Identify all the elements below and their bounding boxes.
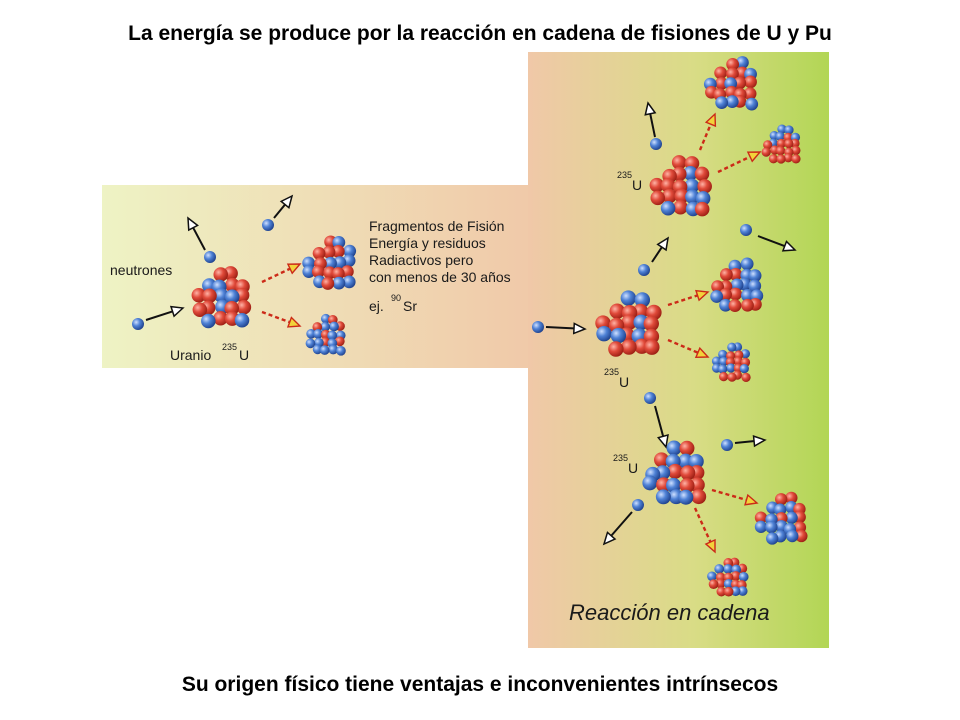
u235-label-mid: 235 U	[604, 367, 629, 390]
mid-fragment-1	[710, 257, 764, 312]
mid-fragment-arrow-1	[667, 289, 710, 307]
emitted-neutron-2-arrow	[273, 194, 294, 219]
top-fragment-2	[761, 124, 801, 164]
bottom-neutron-left-arrow	[602, 511, 633, 546]
mid-neutron-down-arrow	[654, 405, 669, 449]
reaction-arrows	[145, 101, 797, 554]
sr-mass: 90	[391, 293, 401, 303]
fission-fragment-2	[305, 313, 346, 356]
emitted-neutron-1	[204, 251, 216, 263]
bottom-fragment-arrow-2	[693, 507, 716, 554]
u235-label-bottom: 235 U	[613, 453, 638, 476]
u235-top-mass: 235	[617, 170, 632, 180]
uranium-235-nucleus	[191, 266, 252, 329]
mid-neutron-up	[638, 264, 650, 276]
slide-footer: Su origen físico tiene ventajas e inconv…	[181, 673, 779, 696]
mid-neutron-right-arrow	[757, 235, 797, 252]
fragment-line-2: Energía y residuos	[369, 235, 486, 251]
top-fragment-1	[703, 56, 759, 111]
emitted-neutron-1-arrow	[187, 216, 206, 251]
bottom-fragment-2	[707, 557, 749, 597]
free-neutrons	[132, 138, 752, 511]
incoming-neutron	[132, 318, 144, 330]
fragment-line-3: Radiactivos pero	[369, 252, 473, 268]
bottom-neutron-left	[632, 499, 644, 511]
incoming-neutron-arrow	[145, 305, 185, 321]
slide-title: La energía se produce por la reacción en…	[128, 22, 832, 45]
mid-fragment-arrow-2	[667, 338, 710, 359]
mid-fragment-2	[711, 342, 751, 383]
u235-bottom-symbol: U	[628, 460, 638, 476]
top-neutron-arrow	[644, 101, 657, 138]
chain-nucleus-bottom	[642, 440, 707, 505]
u235-top-symbol: U	[632, 177, 642, 193]
chain-nucleus-mid	[595, 290, 662, 357]
fragment-arrow-2	[261, 310, 302, 328]
sr-symbol: Sr	[403, 298, 417, 314]
bottom-fragment-arrow-1	[711, 488, 759, 506]
u235-mid-symbol: U	[619, 374, 629, 390]
u235-bottom-mass: 235	[613, 453, 628, 463]
fragment-line-1: Fragmentos de Fisión	[369, 218, 504, 234]
chain-neutron-in	[532, 321, 544, 333]
neutrones-label: neutrones	[110, 262, 172, 278]
u235-label-top: 235 U	[617, 170, 642, 193]
chain-neutron-in-arrow	[545, 322, 587, 335]
u235-mid-mass: 235	[604, 367, 619, 377]
mid-neutron-right	[740, 224, 752, 236]
chain-nucleus-top	[649, 155, 712, 217]
uranio-label: Uranio	[170, 347, 211, 363]
example-prefix: ej.	[369, 298, 384, 314]
uranio-symbol: U	[239, 347, 249, 363]
mid-neutron-up-arrow	[651, 236, 670, 263]
bottom-neutron-right	[721, 439, 733, 451]
top-neutron	[650, 138, 662, 150]
mid-neutron-down	[644, 392, 656, 404]
nuclei	[191, 56, 808, 597]
top-fragment-arrow-2	[717, 151, 762, 174]
uranio-mass: 235	[222, 342, 237, 352]
fragment-line-4: con menos de 30 años	[369, 269, 511, 285]
bottom-neutron-right-arrow	[734, 435, 767, 448]
fragments-text: Fragmentos de Fisión Energía y residuos …	[369, 218, 511, 314]
bottom-fragment-1	[754, 491, 808, 545]
emitted-neutron-2	[262, 219, 274, 231]
fission-fragment-1	[302, 235, 357, 290]
top-fragment-arrow-1	[698, 112, 717, 151]
fragment-arrow-1	[261, 263, 302, 284]
chain-reaction-label: Reacción en cadena	[569, 600, 770, 625]
